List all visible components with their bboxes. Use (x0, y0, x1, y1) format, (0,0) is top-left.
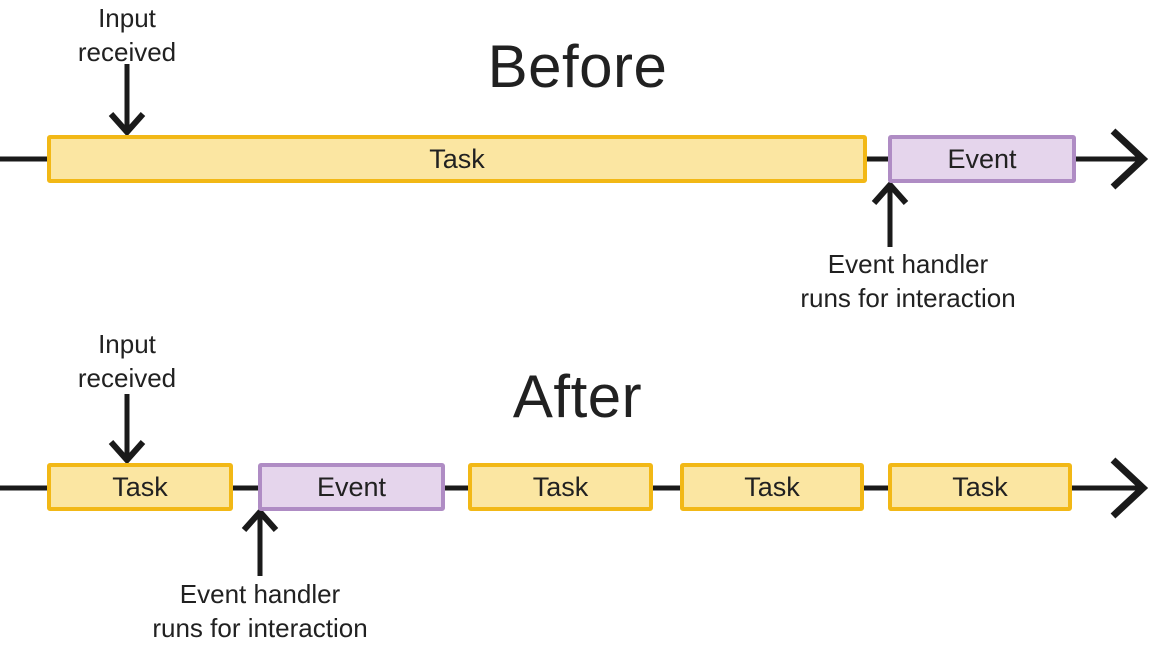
task-box-label: Task (532, 471, 589, 502)
after-event-box: Event (258, 463, 445, 511)
after-handler-up-arrow (241, 507, 279, 576)
after-task-box-2: Task (468, 463, 653, 511)
before-task-box: Task (47, 135, 867, 183)
after-task-box-1: Task (47, 463, 233, 511)
after-task-box-4: Task (888, 463, 1072, 511)
after-title: After (512, 363, 643, 430)
task-box-label: Task (744, 471, 800, 502)
before-input-label: Input received (77, 3, 177, 67)
before-title: Before (487, 33, 668, 100)
after-input-label: Input received (77, 329, 177, 393)
before-event-box: Event (888, 135, 1076, 183)
task-box-label: Task (112, 471, 168, 502)
task-box-label: Task (952, 471, 1008, 502)
before-input-down-arrow (108, 64, 146, 137)
after-task-box-3: Task (680, 463, 864, 511)
before-handler-label: Event handler runs for interaction (800, 249, 1016, 313)
after-input-down-arrow (108, 394, 146, 465)
after-handler-label: Event handler runs for interaction (152, 579, 368, 643)
task-box-label: Task (429, 143, 485, 174)
event-box-label: Event (947, 143, 1017, 174)
before-handler-up-arrow (871, 180, 909, 247)
event-box-label: Event (316, 471, 387, 502)
